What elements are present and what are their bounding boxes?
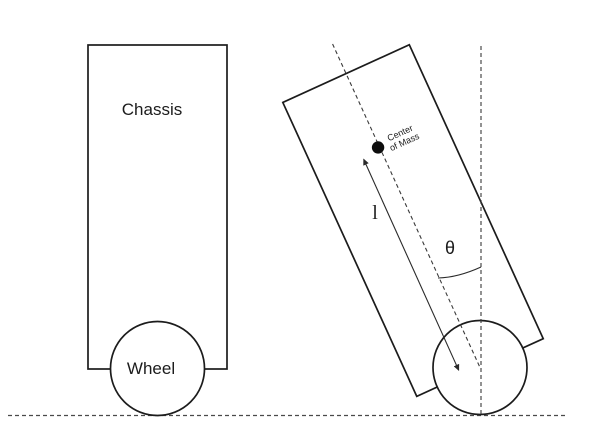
chassis-rect-upright	[87, 44, 228, 370]
wheel-label: Wheel	[127, 359, 175, 378]
theta-label: θ	[445, 238, 455, 258]
center-of-mass-dot	[371, 141, 385, 154]
chassis-label: Chassis	[122, 100, 182, 119]
theta-angle-arc	[437, 266, 482, 279]
upright-robot-figure: Chassis Wheel	[87, 44, 228, 417]
wheel-circle-upright	[109, 320, 206, 417]
length-vector-arrow	[363, 158, 460, 371]
tilted-robot-figure: Center of Mass θ l	[281, 43, 545, 416]
length-label: l	[372, 202, 378, 224]
wheel-circle-tilted	[432, 319, 528, 416]
